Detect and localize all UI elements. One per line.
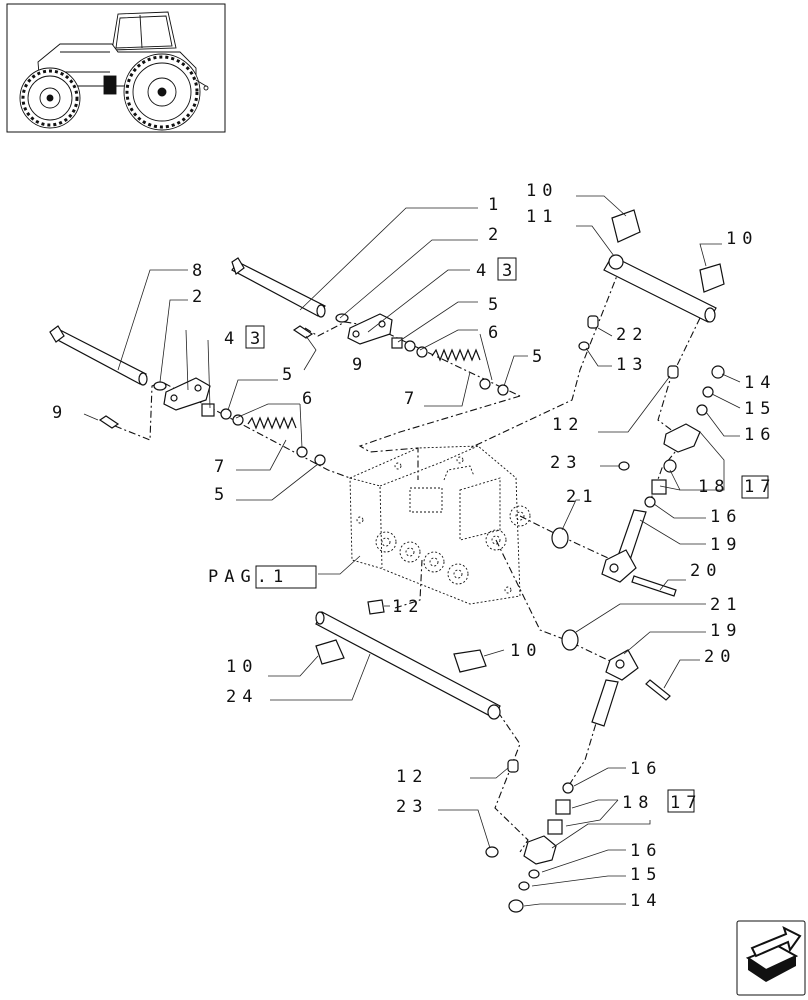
label-3: 3 [250, 329, 266, 349]
label-6: 6 [488, 323, 504, 343]
label-17: 17 [744, 477, 776, 497]
label-16: 16 [630, 759, 662, 779]
label-4: 4 [476, 261, 492, 281]
label-22: 22 [616, 325, 648, 345]
label-20: 20 [704, 647, 736, 667]
label-16: 16 [744, 425, 776, 445]
label-10: 10 [510, 641, 542, 661]
label-16: 16 [630, 841, 662, 861]
label-18: 18 [698, 477, 730, 497]
label-8: 8 [192, 261, 208, 281]
leader-lines [83, 195, 741, 907]
label-9: 9 [352, 355, 368, 375]
label-2: 2 [192, 287, 208, 307]
label-1: 1 [488, 195, 504, 215]
label-18: 18 [622, 793, 654, 813]
label-5: 5 [282, 365, 298, 385]
label-13: 13 [616, 355, 648, 375]
label-5: 5 [532, 347, 548, 367]
label-10: 10 [726, 229, 758, 249]
label-9: 9 [52, 403, 68, 423]
label-14: 14 [744, 373, 776, 393]
valve-block [349, 445, 531, 605]
label-21: 21 [566, 487, 598, 507]
label-14: 14 [630, 891, 662, 911]
part-labels: 1 2 4 3 5 6 5 9 7 8 2 4 3 5 6 9 7 5 10 1… [52, 181, 776, 911]
label-2: 2 [488, 225, 504, 245]
label-boxes [245, 257, 769, 813]
label-23: 23 [550, 453, 582, 473]
tractor-thumbnail [6, 3, 226, 133]
label-4: 4 [224, 329, 240, 349]
label-12: 12 [396, 767, 428, 787]
parts [49, 209, 725, 913]
label-21: 21 [710, 595, 742, 615]
label-19: 19 [710, 535, 742, 555]
label-10: 10 [526, 181, 558, 201]
label-7: 7 [214, 457, 230, 477]
label-15: 15 [744, 399, 776, 419]
label-pag-1: PAG.1 [208, 567, 289, 587]
label-5: 5 [214, 485, 230, 505]
label-24: 24 [226, 687, 258, 707]
label-7: 7 [404, 389, 420, 409]
label-17: 17 [670, 793, 702, 813]
label-6: 6 [302, 389, 318, 409]
label-12: 12 [392, 597, 424, 617]
label-11: 11 [526, 207, 558, 227]
label-15: 15 [630, 865, 662, 885]
label-20: 20 [690, 561, 722, 581]
label-10: 10 [226, 657, 258, 677]
label-19: 19 [710, 621, 742, 641]
label-16: 16 [710, 507, 742, 527]
label-5: 5 [488, 295, 504, 315]
label-23: 23 [396, 797, 428, 817]
next-page-icon[interactable] [736, 920, 806, 996]
label-12: 12 [552, 415, 584, 435]
label-3: 3 [502, 261, 518, 281]
